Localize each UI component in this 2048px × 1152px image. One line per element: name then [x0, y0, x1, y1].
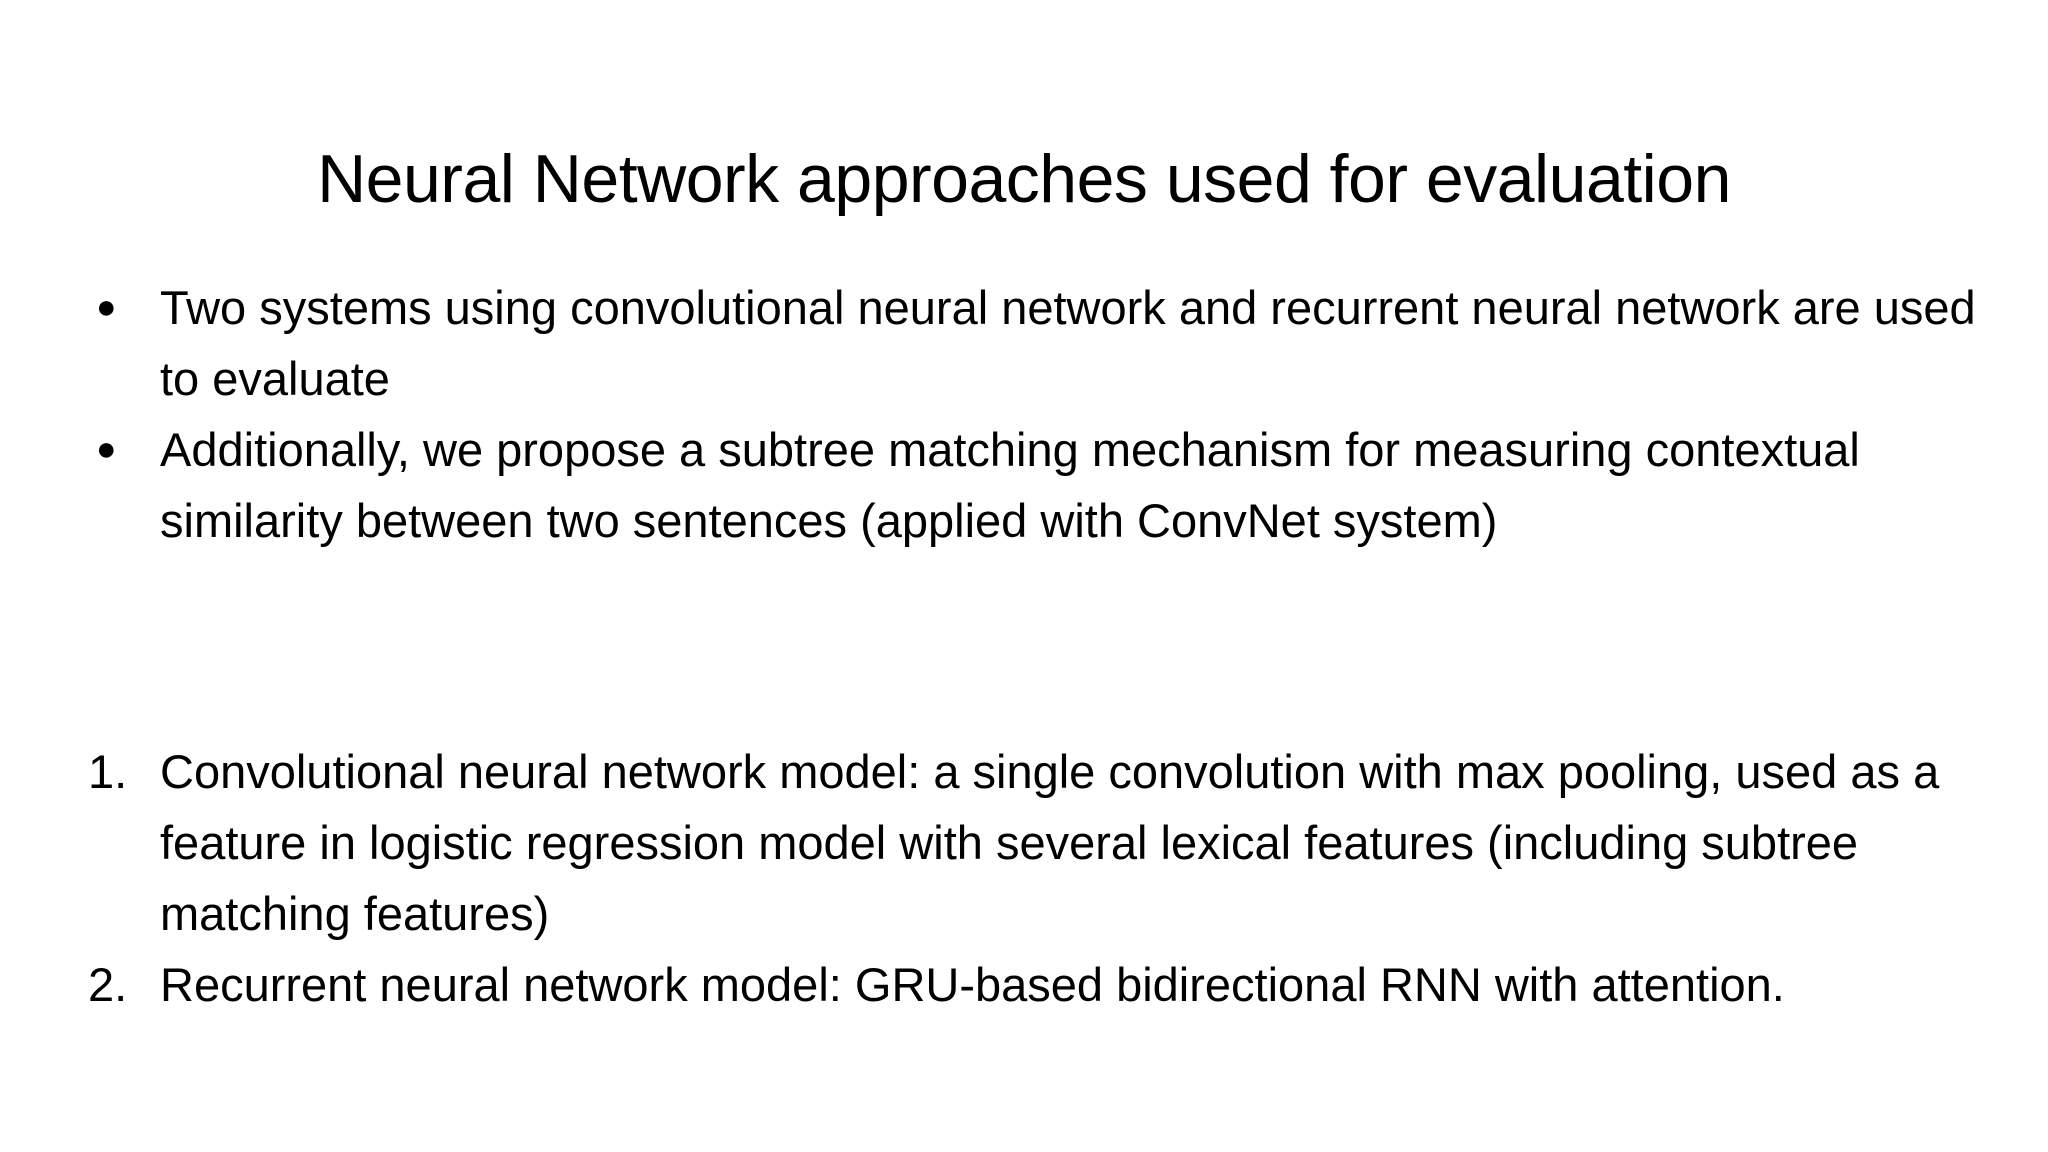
list-item-text: Convolutional neural network model: a si…	[160, 745, 1940, 940]
list-item-text: Recurrent neural network model: GRU-base…	[160, 958, 1785, 1011]
bullet-dot-icon: ●	[96, 288, 117, 326]
slide-body: ● Two systems using convolutional neural…	[88, 272, 1988, 1020]
bullet-list: ● Two systems using convolutional neural…	[88, 272, 1988, 556]
page-title: Neural Network approaches used for evalu…	[317, 140, 1731, 217]
list-item: 1. Convolutional neural network model: a…	[88, 736, 1988, 949]
list-item: ● Additionally, we propose a subtree mat…	[88, 414, 1988, 556]
numbered-list: 1. Convolutional neural network model: a…	[88, 736, 1988, 1020]
content-spacer	[88, 556, 1988, 736]
bullet-dot-icon: ●	[96, 430, 117, 468]
list-item-text: Additionally, we propose a subtree match…	[160, 423, 1860, 547]
list-item: ● Two systems using convolutional neural…	[88, 272, 1988, 414]
list-number: 1.	[88, 745, 128, 798]
list-item: 2. Recurrent neural network model: GRU-b…	[88, 949, 1988, 1020]
list-number: 2.	[88, 958, 128, 1011]
list-item-text: Two systems using convolutional neural n…	[160, 281, 1976, 405]
